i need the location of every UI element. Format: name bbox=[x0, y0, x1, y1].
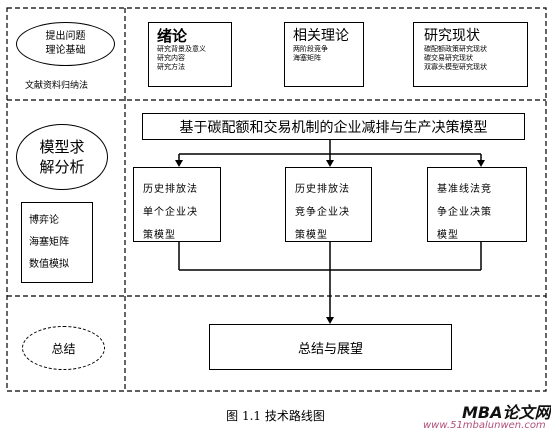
conclusion-box: 总结与展望 bbox=[209, 324, 452, 370]
main-model-box: 基于碳配额和交易机制的企业减排与生产决策模型 bbox=[142, 113, 525, 140]
watermark-url: www.51mbalunwen.com bbox=[423, 420, 546, 431]
model-analysis-label: 模型求 解分析 bbox=[39, 138, 85, 176]
model-analysis-ellipse: 模型求 解分析 bbox=[16, 124, 108, 190]
model-1-label: 历史排放法 单个企业决 策模型 bbox=[143, 184, 198, 241]
intro-box: 绪论 研究背景及意义 研究内容 研究方法 bbox=[148, 22, 232, 87]
intro-lines: 研究背景及意义 研究内容 研究方法 bbox=[157, 45, 206, 71]
theory-title: 相关理论 bbox=[293, 28, 349, 44]
doc-method-label: 文献资料归纳法 bbox=[25, 81, 89, 91]
main-model-label: 基于碳配额和交易机制的企业减排与生产决策模型 bbox=[179, 119, 488, 136]
problem-theory-label: 提出问题 理论基础 bbox=[45, 31, 86, 56]
model-3-label: 基准线法竞 争企业决策 模型 bbox=[437, 184, 492, 241]
model-2-box: 历史排放法 竞争企业决 策模型 bbox=[285, 167, 372, 242]
model-1-box: 历史排放法 单个企业决 策模型 bbox=[133, 167, 221, 242]
status-box: 研究现状 碳配额政策研究现状 碳交易研究现状 双寡头模型研究现状 bbox=[413, 22, 528, 87]
summary-ellipse: 总结 bbox=[22, 326, 105, 370]
problem-theory-ellipse: 提出问题 理论基础 bbox=[16, 22, 115, 66]
model-2-label: 历史排放法 竞争企业决 策模型 bbox=[295, 184, 350, 241]
status-title: 研究现状 bbox=[424, 28, 480, 44]
model-3-box: 基准线法竞 争企业决策 模型 bbox=[427, 167, 527, 242]
methods-label: 博弈论 海塞矩阵 数值模拟 bbox=[29, 214, 69, 270]
status-lines: 碳配额政策研究现状 碳交易研究现状 双寡头模型研究现状 bbox=[424, 45, 487, 71]
conclusion-label: 总结与展望 bbox=[297, 341, 363, 357]
theory-lines: 两阶段竞争 海塞矩阵 bbox=[293, 45, 328, 62]
intro-title: 绪论 bbox=[157, 27, 188, 45]
methods-box: 博弈论 海塞矩阵 数值模拟 bbox=[21, 202, 93, 283]
summary-label: 总结 bbox=[51, 341, 76, 356]
watermark-logo: MBA论文网 bbox=[462, 403, 551, 422]
theory-box: 相关理论 两阶段竞争 海塞矩阵 bbox=[284, 22, 364, 87]
figure-caption: 图 1.1 技术路线图 bbox=[226, 409, 325, 423]
outer-dashed-frame bbox=[6, 7, 547, 392]
